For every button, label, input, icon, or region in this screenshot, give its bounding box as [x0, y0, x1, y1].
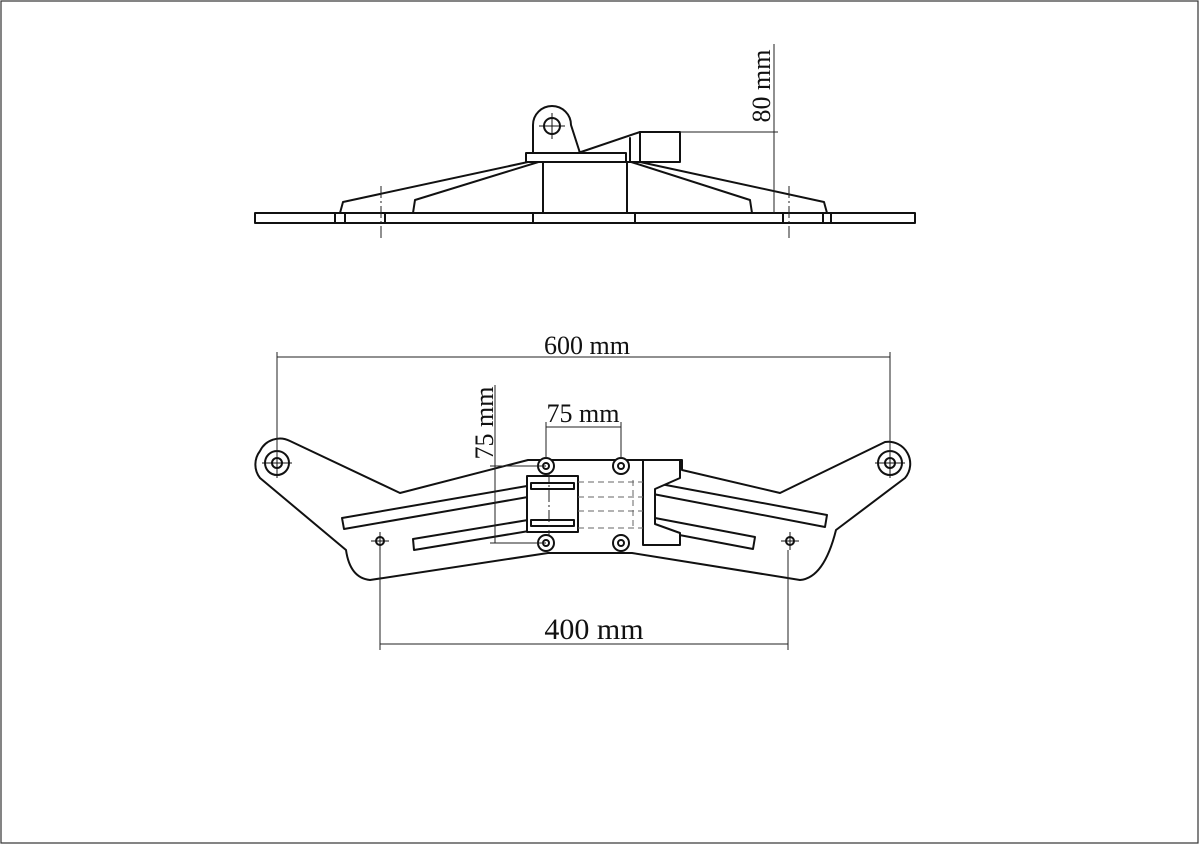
top-bolt-pitch-y-dimension: 75 mm	[470, 385, 546, 544]
top-bolt-pitch-x-label: 75 mm	[547, 399, 620, 428]
side-arm-left-inner	[412, 159, 546, 214]
side-center-block	[542, 161, 628, 214]
side-height-dimension: 80 mm	[680, 44, 778, 213]
side-arm-right-outer	[639, 161, 828, 214]
top-clamp-block	[526, 475, 579, 533]
top-overall-width-dimension: 600 mm	[276, 331, 891, 458]
side-base-plate	[254, 212, 916, 224]
top-overall-width-label: 600 mm	[544, 331, 630, 360]
top-outline	[254, 437, 912, 581]
side-arm-left-outer	[339, 161, 529, 214]
top-bolt-pitch-y-label: 75 mm	[470, 387, 499, 460]
side-view: 80 mm	[254, 44, 916, 240]
side-height-label: 80 mm	[747, 50, 776, 123]
side-arm-right-inner	[624, 159, 753, 214]
top-bolt	[612, 457, 630, 475]
top-hole-spacing-dimension: 400 mm	[379, 550, 789, 650]
top-hole-spacing-label: 400 mm	[544, 613, 643, 646]
side-lifting-eye	[532, 105, 581, 154]
top-wedge-block	[642, 459, 681, 546]
top-bolt-pitch-x-dimension: 75 mm	[545, 399, 622, 458]
top-view: 600 mm 75 mm 75 mm 400 mm	[254, 331, 912, 650]
top-bolt	[612, 534, 630, 552]
